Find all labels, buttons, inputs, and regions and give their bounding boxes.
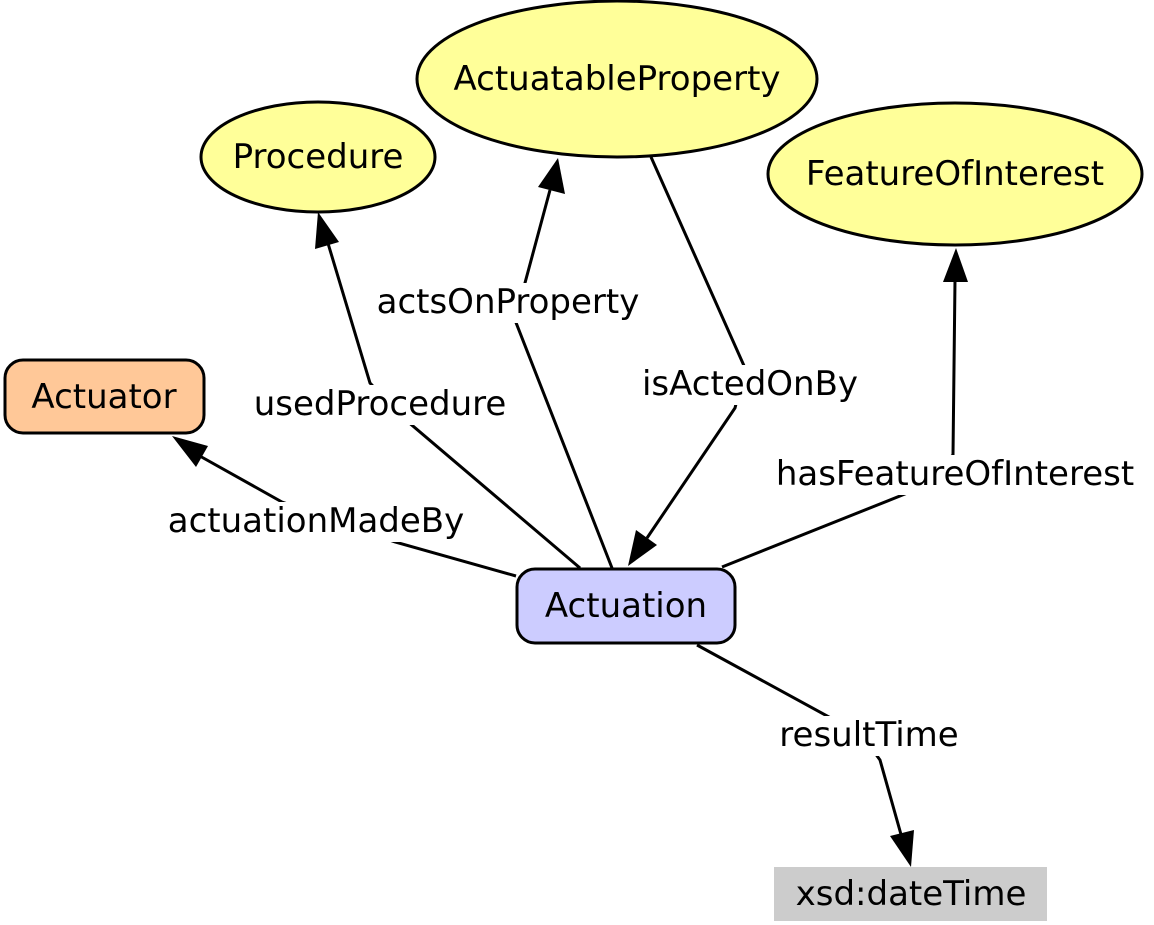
edge-is-acted-on-by: isActedOnBy (628, 156, 865, 566)
arrowhead-icon (890, 830, 914, 867)
label-background (762, 455, 1150, 495)
edge-acts-on-property: actsOnProperty (368, 158, 650, 569)
node-feature-of-interest: FeatureOfInterest (766, 101, 1144, 247)
edge-line (513, 189, 614, 569)
node-procedure: Procedure (199, 100, 437, 214)
node-shape (766, 101, 1144, 247)
node-actuation: Actuation (515, 567, 737, 645)
node-shape (415, 0, 819, 159)
node-actuatable-property: ActuatableProperty (415, 0, 819, 159)
node-label-xsd-datetime: xsd:dateTime (796, 874, 1027, 914)
edge-label-used-procedure: usedProcedure (254, 384, 507, 424)
edge-has-feature-of-interest: hasFeatureOfInterest (721, 248, 1150, 569)
node-shape (3, 358, 206, 435)
edge-line (645, 156, 747, 539)
arrowhead-icon (315, 212, 339, 249)
edge-actuation-made-by: actuationMadeBy (160, 436, 517, 578)
edge-result-time: resultTime (696, 643, 966, 867)
node-actuator: Actuator (3, 358, 206, 435)
edge-used-procedure: usedProcedure (247, 212, 581, 570)
edge-label-acts-on-property: actsOnProperty (377, 282, 640, 322)
arrowhead-icon (628, 530, 657, 566)
label-background (635, 365, 865, 405)
node-shape (774, 867, 1047, 921)
arrowhead-icon (943, 248, 968, 282)
node-shape (199, 100, 437, 214)
label-background (772, 716, 966, 756)
edge-label-result-time: resultTime (779, 715, 958, 755)
label-background (368, 283, 650, 323)
node-label-actuatable-property: ActuatableProperty (453, 59, 780, 99)
edge-label-is-acted-on-by: isActedOnBy (642, 364, 858, 404)
arrowhead-icon (538, 158, 565, 194)
node-label-actuator: Actuator (31, 377, 176, 417)
edge-line (721, 279, 957, 569)
label-background (247, 385, 515, 425)
node-label-procedure: Procedure (233, 137, 404, 177)
node-xsd-datetime: xsd:dateTime (774, 867, 1047, 921)
edge-label-actuation-made-by: actuationMadeBy (168, 501, 465, 541)
label-background (160, 502, 472, 542)
edge-label-has-feature-of-interest: hasFeatureOfInterest (776, 454, 1134, 494)
node-shape (515, 567, 737, 645)
node-label-feature-of-interest: FeatureOfInterest (806, 154, 1104, 194)
node-label-actuation: Actuation (545, 586, 707, 626)
arrowhead-icon (172, 436, 208, 467)
